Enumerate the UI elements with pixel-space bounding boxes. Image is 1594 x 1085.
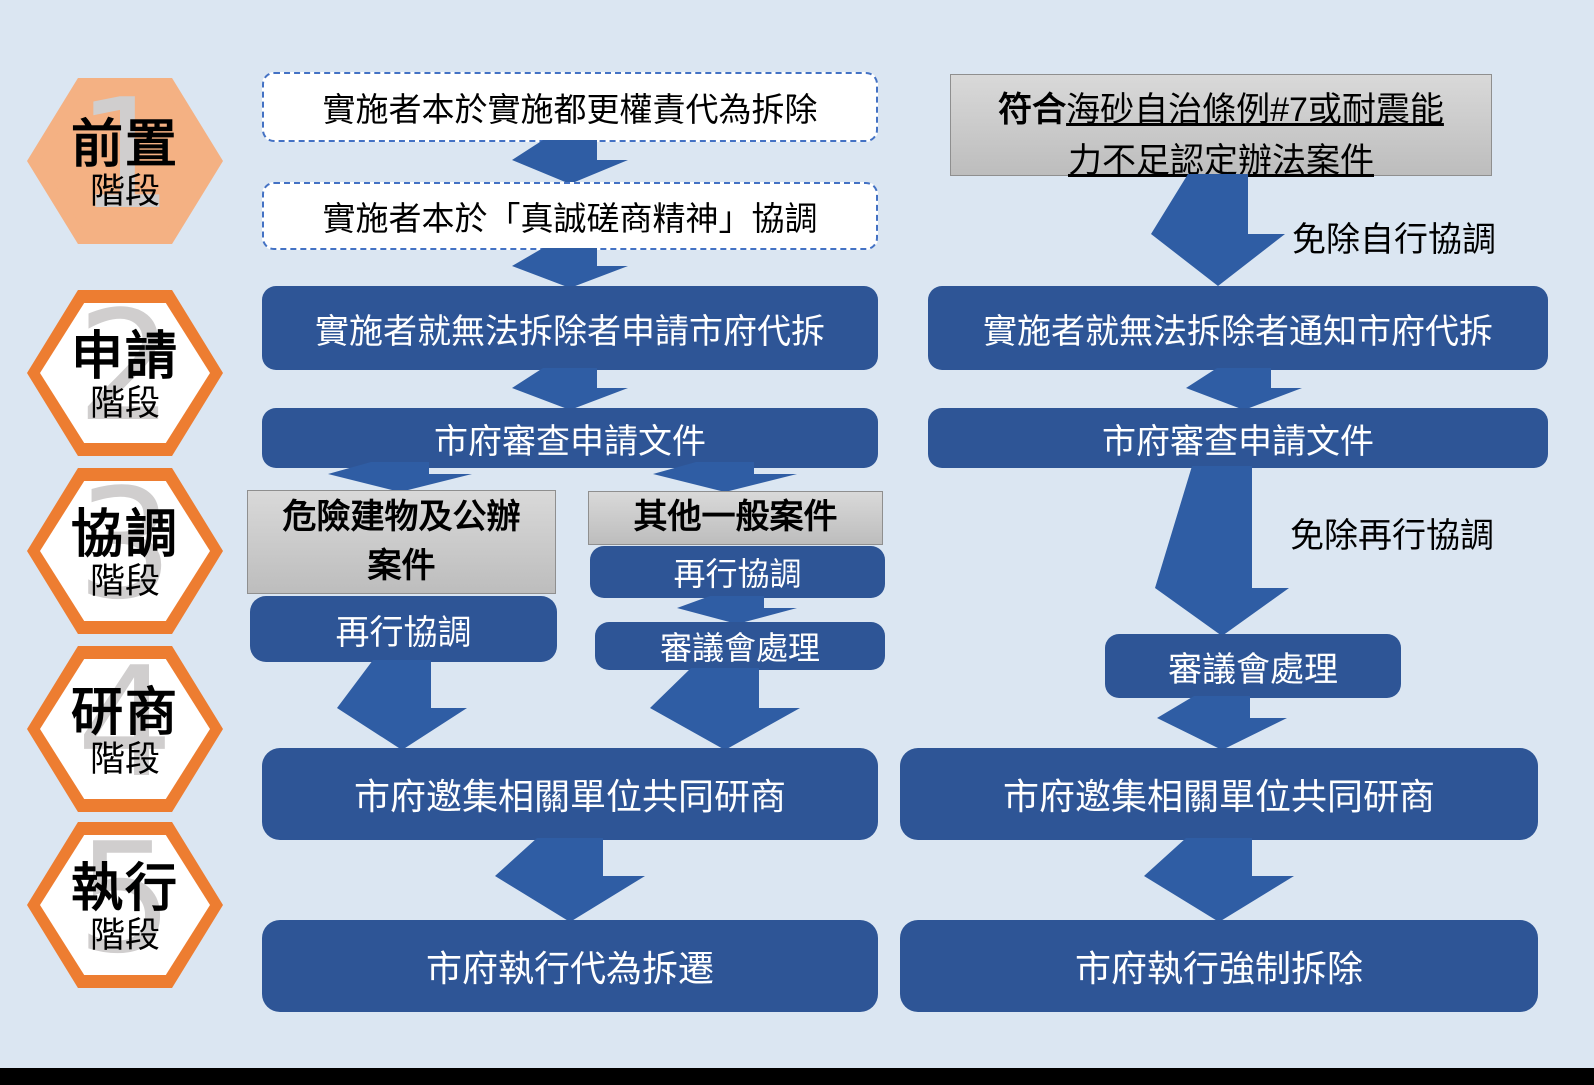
stage-hexagon-3: 3 協調 階段 [27,468,223,634]
notify-box: 實施者就無法拆除者通知市府代拆 [928,286,1548,370]
stage-number: 4 [76,634,174,811]
committee-box-right: 審議會處理 [1105,634,1401,698]
arrow-joint-to-execute-right [1144,838,1294,922]
stage-number: 1 [76,66,174,243]
skip-renegotiation-label: 免除再行協調 [1290,517,1494,555]
bottom-black-bar [0,1068,1594,1085]
branch-general-renegotiate-box: 再行協調 [590,546,885,598]
premise-box-1: 實施者本於實施都更權責代為拆除 [262,72,878,142]
arrow-review-to-committee-right [1155,466,1289,636]
header-underlined-line1: 海砂自治條例#7或耐震能 [1066,91,1444,129]
apply-box: 實施者就無法拆除者申請市府代拆 [262,286,878,370]
execute-box-left: 市府執行代為拆遷 [262,920,878,1012]
seasand-header-box: 符合海砂自治條例#7或耐震能 力不足認定辦法案件 [950,74,1492,180]
branch-dangerous-title-box: 危險建物及公辦案件 [247,490,556,594]
branch-dangerous-renegotiate-box: 再行協調 [250,596,557,662]
stage-number: 5 [76,810,174,987]
stage-label: 研商 [70,683,179,742]
stage-label: 前置 [70,115,179,174]
committee-box-left: 審議會處理 [595,622,885,670]
arrow-notify-to-review-right [1186,368,1302,410]
header-bold-text: 符合 [998,91,1067,129]
joint-meeting-box-right: 市府邀集相關單位共同研商 [900,748,1538,840]
stage-number: 2 [76,278,174,455]
stage-hexagon-4: 4 研商 階段 [27,646,223,812]
stage-sublabel: 階段 [89,383,160,423]
stage-label: 協調 [70,505,179,564]
arrow-premise2-to-apply [512,248,628,288]
stage-sublabel: 階段 [89,171,160,211]
stage-hexagon-2: 2 申請 階段 [27,290,223,456]
arrow-committee-to-joint-left [650,668,800,750]
review-box-right: 市府審查申請文件 [928,408,1548,468]
skip-self-coordination-label: 免除自行協調 [1292,221,1496,259]
arrow-header-to-notify [1151,174,1285,286]
joint-meeting-box-left: 市府邀集相關單位共同研商 [262,748,878,840]
stage-sublabel: 階段 [89,915,160,955]
arrow-apply-to-review [512,368,628,410]
stage-sublabel: 階段 [89,561,160,601]
stage-sublabel: 階段 [89,739,160,779]
review-box-left: 市府審查申請文件 [262,408,878,468]
execute-box-right: 市府執行強制拆除 [900,920,1538,1012]
header-underlined-line2: 力不足認定辦法案件 [1068,142,1374,180]
premise-box-2: 實施者本於「真誠磋商精神」協調 [262,182,878,250]
arrow-dangerous-to-joint [337,660,467,750]
stage-label: 申請 [70,327,179,386]
branch-general-title-box: 其他一般案件 [588,491,883,545]
arrow-renegotiate-to-committee [677,596,797,624]
arrow-joint-to-execute-left [495,838,645,922]
stage-label: 執行 [70,859,179,918]
stage-hexagon-5: 5 執行 階段 [27,822,223,988]
arrow-committee-to-joint-right [1157,696,1287,750]
stage-number: 3 [76,456,174,633]
stage-hexagon-1: 1 前置 階段 [27,78,223,244]
arrow-premise1-to-premise2 [512,140,628,184]
